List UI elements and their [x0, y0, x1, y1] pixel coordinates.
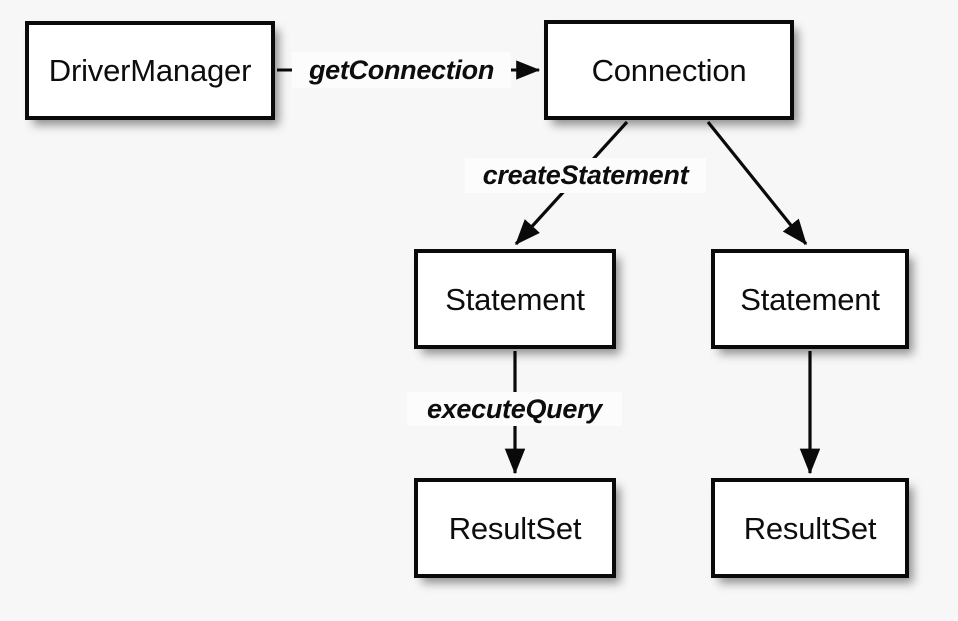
edge-label-executequery: executeQuery — [407, 392, 622, 426]
node-label-resultset-right: ResultSet — [743, 510, 877, 546]
node-connection[interactable]: Connection — [544, 20, 794, 120]
edge-label-text-getconnection: getConnection — [308, 54, 495, 85]
node-statement-right[interactable]: Statement — [711, 249, 909, 349]
node-label-driver-manager: DriverManager — [48, 53, 252, 88]
node-statement-left[interactable]: Statement — [414, 249, 616, 349]
edge-label-text-executequery: executeQuery — [427, 393, 602, 424]
edge-label-getconnection: getConnection — [292, 52, 511, 88]
node-label-statement-left: Statement — [445, 281, 585, 317]
edge-label-createstatement: createStatement — [465, 158, 706, 193]
edge-label-text-createstatement: createStatement — [482, 160, 689, 190]
edge-line-createstatement-2 — [706, 120, 808, 246]
node-label-resultset-left: ResultSet — [448, 510, 582, 546]
node-label-statement-right: Statement — [740, 281, 880, 317]
node-label-connection: Connection — [591, 52, 747, 88]
node-resultset-right[interactable]: ResultSet — [711, 478, 909, 578]
node-driver-manager[interactable]: DriverManager — [25, 21, 275, 120]
node-resultset-left[interactable]: ResultSet — [414, 478, 616, 578]
